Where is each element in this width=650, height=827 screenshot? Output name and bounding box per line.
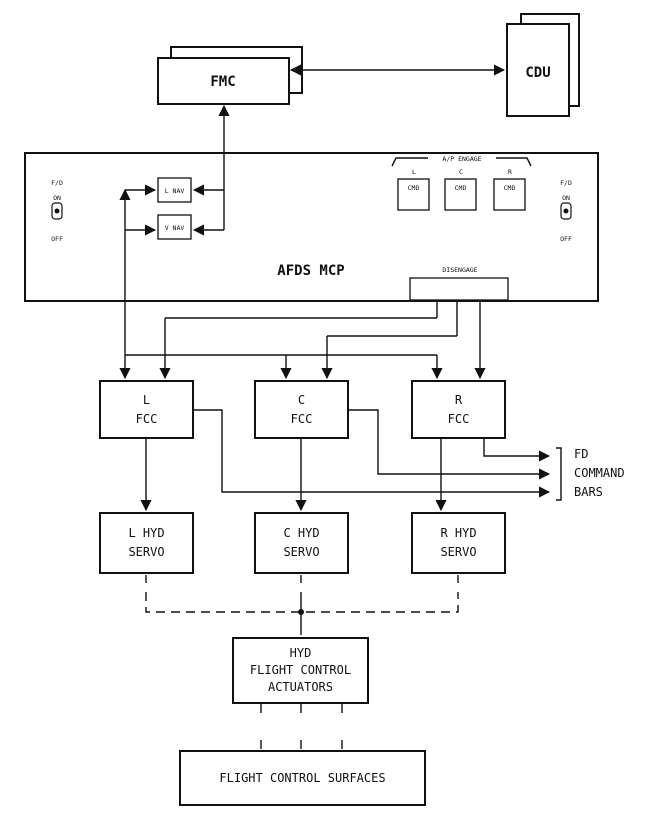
svg-text:CMD: CMD bbox=[455, 184, 467, 192]
svg-text:L NAV: L NAV bbox=[165, 187, 185, 195]
servo-linkage bbox=[145, 575, 459, 635]
fcc-servo-wiring bbox=[140, 438, 447, 512]
svg-text:V NAV: V NAV bbox=[165, 224, 185, 232]
svg-text:L: L bbox=[143, 393, 150, 407]
svg-text:CMD: CMD bbox=[408, 184, 420, 192]
svg-text:L: L bbox=[412, 168, 416, 176]
svg-text:FCC: FCC bbox=[291, 412, 313, 426]
svg-text:SERVO: SERVO bbox=[128, 545, 164, 559]
actuator-surface-linkage bbox=[260, 704, 343, 749]
svg-text:DISENGAGE: DISENGAGE bbox=[442, 266, 477, 274]
svg-text:HYD: HYD bbox=[290, 646, 312, 660]
svg-text:C: C bbox=[298, 393, 305, 407]
svg-text:BARS: BARS bbox=[574, 485, 603, 499]
svg-text:R: R bbox=[508, 168, 512, 176]
svg-text:SERVO: SERVO bbox=[440, 545, 476, 559]
svg-text:R: R bbox=[455, 393, 463, 407]
cdu-block: CDU bbox=[506, 13, 580, 117]
servo-right: R HYD SERVO bbox=[411, 512, 506, 574]
fd-switch-left: F/D ON OFF bbox=[51, 179, 63, 243]
svg-text:OFF: OFF bbox=[51, 235, 63, 243]
svg-text:FLIGHT CONTROL: FLIGHT CONTROL bbox=[250, 663, 351, 677]
cmd-button-left: CMD bbox=[397, 178, 430, 211]
svg-text:OFF: OFF bbox=[560, 235, 572, 243]
svg-text:ON: ON bbox=[53, 194, 61, 202]
svg-text:FLIGHT CONTROL SURFACES: FLIGHT CONTROL SURFACES bbox=[219, 771, 385, 785]
servo-center: C HYD SERVO bbox=[254, 512, 349, 574]
svg-text:ON: ON bbox=[562, 194, 570, 202]
svg-text:SERVO: SERVO bbox=[283, 545, 319, 559]
fmc-block: FMC bbox=[157, 46, 303, 105]
svg-text:F/D: F/D bbox=[51, 179, 63, 187]
lnav-button: L NAV bbox=[157, 177, 192, 203]
svg-text:F/D: F/D bbox=[560, 179, 572, 187]
mcp-title: AFDS MCP bbox=[277, 263, 344, 279]
afds-mcp-panel: AFDS MCP F/D ON OFF F/D ON OFF L NAV V N… bbox=[24, 152, 599, 302]
actuators-block: HYD FLIGHT CONTROL ACTUATORS bbox=[232, 637, 369, 704]
ap-engage-label: A/P ENGAGE bbox=[442, 155, 481, 163]
cmd-button-right: CMD bbox=[493, 178, 526, 211]
svg-text:ACTUATORS: ACTUATORS bbox=[268, 680, 333, 694]
svg-text:FD: FD bbox=[574, 447, 588, 461]
fcc-left: L FCC bbox=[99, 380, 194, 439]
disengage-bar: DISENGAGE bbox=[409, 266, 509, 301]
svg-text:CMD: CMD bbox=[504, 184, 516, 192]
fcc-center: C FCC bbox=[254, 380, 349, 439]
fd-command-wiring bbox=[193, 409, 562, 501]
svg-text:C: C bbox=[459, 168, 463, 176]
svg-text:C HYD: C HYD bbox=[283, 526, 319, 540]
vnav-button: V NAV bbox=[157, 214, 192, 240]
svg-text:COMMAND: COMMAND bbox=[574, 466, 625, 480]
fcc-right: R FCC bbox=[411, 380, 506, 439]
svg-text:R HYD: R HYD bbox=[440, 526, 476, 540]
cmd-button-center: CMD bbox=[444, 178, 477, 211]
disengage-wiring bbox=[125, 301, 486, 380]
fmc-label: FMC bbox=[210, 74, 235, 90]
cdu-label: CDU bbox=[525, 65, 550, 81]
fd-command-bars-label: FD COMMAND BARS bbox=[574, 447, 625, 499]
fmc-nav-wiring bbox=[119, 104, 230, 380]
svg-text:FCC: FCC bbox=[136, 412, 158, 426]
svg-text:FCC: FCC bbox=[448, 412, 470, 426]
servo-left: L HYD SERVO bbox=[99, 512, 194, 574]
fd-switch-right: F/D ON OFF bbox=[560, 179, 572, 243]
ap-engage-group: A/P ENGAGE L C R CMD CMD CMD bbox=[391, 154, 532, 211]
svg-text:L HYD: L HYD bbox=[128, 526, 164, 540]
surfaces-block: FLIGHT CONTROL SURFACES bbox=[179, 750, 426, 806]
